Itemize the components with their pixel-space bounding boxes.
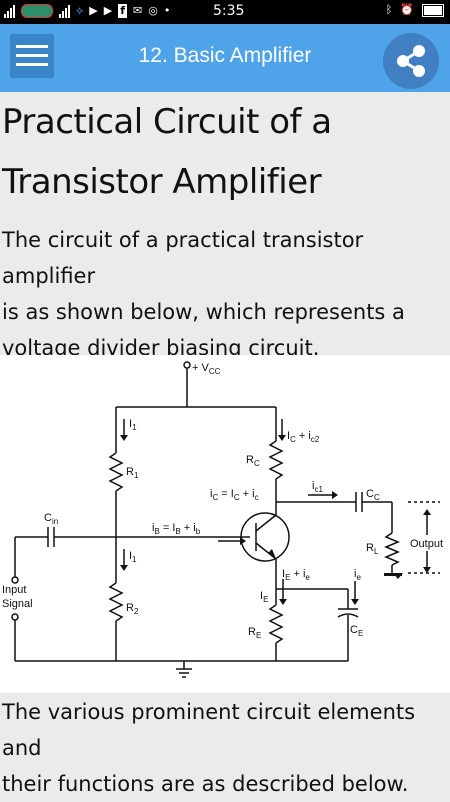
bluetooth-icon: ᛒ	[385, 3, 393, 16]
ce-label: CE	[350, 624, 363, 638]
instagram-icon: ◎	[148, 4, 158, 17]
vcc-label: + VCC	[192, 362, 221, 376]
output-label: Output	[410, 538, 443, 550]
ib-label: iB = IB + ib	[152, 522, 201, 536]
circuit-diagram: + VCC I1 R1 Cin iB = IB + ib I1 R2 Input…	[0, 355, 450, 693]
article-heading-line1: Practical Circuit of a	[2, 102, 332, 142]
cc-label: CC	[366, 488, 380, 502]
ie-top-label: IE + ie	[282, 568, 310, 582]
signal-icon	[4, 4, 15, 18]
battery-icon	[422, 3, 444, 17]
ie-arrow-label: IE	[260, 590, 268, 604]
intro-paragraph: The circuit of a practical transistor am…	[0, 222, 448, 366]
signal-icon	[59, 4, 70, 18]
network-icon: ⟡	[76, 4, 84, 17]
re-label: RE	[248, 626, 261, 640]
ic-equation-label: iC = IC + ic	[210, 488, 259, 502]
carrier-icon	[21, 4, 53, 18]
r2-label: R2	[126, 602, 139, 616]
status-left-icons: ⟡ ▶ ▶ f ✉ ◎ •	[4, 4, 170, 18]
play-icon: ▶	[89, 4, 98, 17]
intro-line: is as shown below, which represents a	[2, 300, 405, 324]
hamburger-menu-icon	[16, 45, 48, 48]
status-right-icons: ᛒ ⏰	[386, 3, 444, 17]
play-icon: ▶	[103, 4, 113, 17]
alarm-icon: ⏰	[400, 3, 414, 16]
app-bar: 12. Basic Amplifier	[0, 24, 450, 92]
outro-paragraph: The various prominent circuit elements a…	[0, 694, 448, 802]
article-content: Practical Circuit of a Transistor Amplif…	[0, 92, 450, 360]
i1-bottom-label: I1	[129, 550, 137, 564]
facebook-icon: f	[118, 4, 128, 18]
page-title: 12. Basic Amplifier	[138, 44, 312, 67]
ic-top-label: IC + ic2	[287, 430, 320, 444]
input-label: Input	[2, 584, 26, 596]
outro-line: The various prominent circuit elements a…	[2, 700, 416, 760]
more-icon: •	[163, 4, 171, 17]
status-time: 5:35	[213, 3, 245, 19]
intro-line: The circuit of a practical transistor am…	[2, 228, 364, 288]
rl-label: RL	[366, 542, 379, 556]
rc-label: RC	[246, 454, 260, 468]
outro-line: their functions are as described below.	[2, 772, 409, 796]
ie-small-label: ie	[354, 568, 361, 582]
cin-label: Cin	[44, 512, 58, 526]
email-icon: ✉	[133, 4, 143, 17]
share-icon	[397, 45, 425, 77]
status-bar: ⟡ ▶ ▶ f ✉ ◎ • 5:35 ᛒ ⏰	[0, 0, 450, 24]
share-button[interactable]	[383, 33, 439, 89]
signal-label: Signal	[2, 598, 33, 610]
i1-top-label: I1	[129, 418, 137, 432]
r1-label: R1	[126, 466, 139, 480]
ic1-label: ic1	[312, 480, 323, 494]
hamburger-menu-button[interactable]	[10, 34, 54, 78]
article-heading-line2: Transistor Amplifier	[2, 162, 322, 202]
